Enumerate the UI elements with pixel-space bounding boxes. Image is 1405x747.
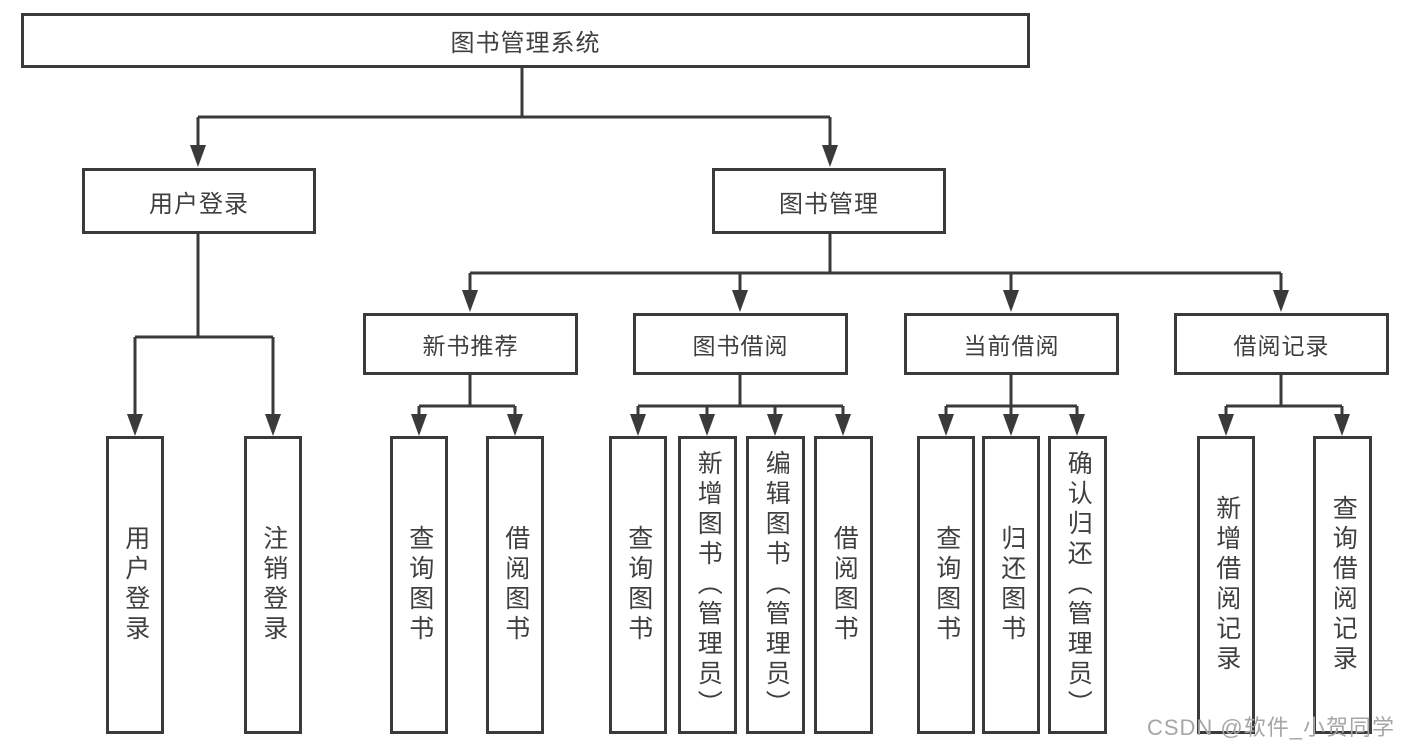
node-label: 图书借阅 bbox=[692, 333, 789, 359]
csdn-watermark: CSDN @软件_小贺同学 bbox=[1146, 715, 1395, 740]
node-borrowing-records: 借阅记录 bbox=[1174, 313, 1389, 375]
node-label: 确认归还（管理员） bbox=[1064, 450, 1093, 720]
leaf-add-books-admin: 新增图书（管理员） bbox=[678, 436, 737, 734]
node-library-management-system: 图书管理系统 bbox=[21, 13, 1030, 68]
leaf-borrow-books-borrowing: 借阅图书 bbox=[814, 436, 873, 734]
node-label: 编辑图书（管理员） bbox=[762, 450, 791, 720]
node-label: 查询图书 bbox=[932, 525, 961, 645]
leaf-borrow-books-recommend: 借阅图书 bbox=[486, 436, 544, 734]
node-new-book-recommendation: 新书推荐 bbox=[363, 313, 578, 375]
node-label: 图书管理系统 bbox=[450, 30, 601, 57]
leaf-logout: 注销登录 bbox=[244, 436, 302, 734]
node-label: 注销登录 bbox=[259, 525, 288, 645]
node-label: 新增图书（管理员） bbox=[694, 450, 723, 720]
node-book-borrowing: 图书借阅 bbox=[633, 313, 848, 375]
node-label: 新书推荐 bbox=[422, 333, 519, 359]
node-label: 当前借阅 bbox=[963, 333, 1060, 359]
node-label: 图书管理 bbox=[779, 190, 879, 218]
leaf-return-books: 归还图书 bbox=[982, 436, 1040, 734]
node-user-login: 用户登录 bbox=[82, 168, 316, 234]
node-current-borrowing: 当前借阅 bbox=[904, 313, 1119, 375]
leaf-query-books-borrowing: 查询图书 bbox=[609, 436, 667, 734]
node-label: 用户登录 bbox=[121, 525, 150, 645]
node-label: 借阅记录 bbox=[1233, 333, 1330, 359]
node-label: 借阅图书 bbox=[830, 525, 859, 645]
leaf-query-borrow-record: 查询借阅记录 bbox=[1313, 436, 1372, 734]
node-label: 归还图书 bbox=[997, 525, 1026, 645]
node-label: 查询借阅记录 bbox=[1329, 495, 1358, 675]
node-label: 借阅图书 bbox=[501, 525, 530, 645]
leaf-confirm-return-admin: 确认归还（管理员） bbox=[1048, 436, 1107, 734]
leaf-user-login: 用户登录 bbox=[106, 436, 164, 734]
node-label: 查询图书 bbox=[624, 525, 653, 645]
node-label: 用户登录 bbox=[149, 190, 249, 218]
leaf-query-books-recommend: 查询图书 bbox=[390, 436, 448, 734]
leaf-edit-books-admin: 编辑图书（管理员） bbox=[746, 436, 805, 734]
leaf-add-borrow-record: 新增借阅记录 bbox=[1197, 436, 1255, 734]
node-book-management: 图书管理 bbox=[712, 168, 946, 234]
leaf-query-books-current: 查询图书 bbox=[917, 436, 975, 734]
node-label: 查询图书 bbox=[405, 525, 434, 645]
node-label: 新增借阅记录 bbox=[1212, 495, 1241, 675]
